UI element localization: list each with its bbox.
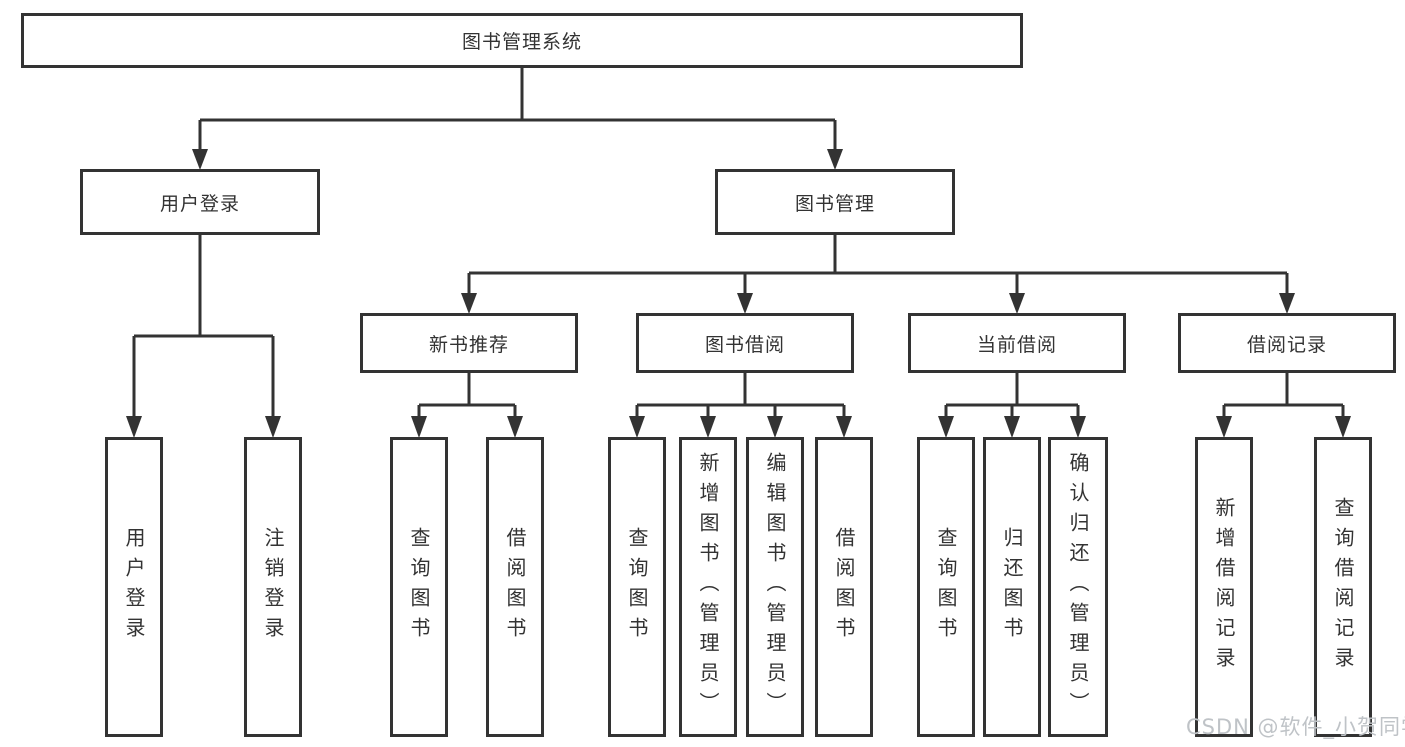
leaf-recommend-borrow-books-label: 借阅图书: [503, 527, 527, 647]
leaf-recommend-query-books-label: 查询图书: [407, 527, 431, 647]
leaf-logout-label: 注销登录: [261, 527, 285, 647]
connectors-root-to-level2: [192, 68, 843, 170]
leaf-recommend-borrow-books: 借阅图书: [486, 437, 544, 737]
connectors-borrow-to-leaves: [629, 373, 852, 438]
leaf-add-books-admin: 新增图书（管理员）: [679, 437, 737, 737]
leaf-confirm-return-admin: 确认归还（管理员）: [1048, 437, 1108, 737]
leaf-add-borrow-record-label: 新增借阅记录: [1212, 497, 1236, 677]
leaf-current-query-books: 查询图书: [917, 437, 975, 737]
leaf-borrow-query-books-label: 查询图书: [625, 527, 649, 647]
csdn-watermark: CSDN @软件_小贺同学: [1186, 715, 1405, 739]
leaf-return-books-label: 归还图书: [1000, 527, 1024, 647]
node-current-borrow: 当前借阅: [908, 313, 1126, 373]
leaf-borrow-books: 借阅图书: [815, 437, 873, 737]
leaf-logout: 注销登录: [244, 437, 302, 737]
leaf-recommend-query-books: 查询图书: [390, 437, 448, 737]
leaf-edit-books-admin: 编辑图书（管理员）: [746, 437, 804, 737]
leaf-user-login-label: 用户登录: [122, 527, 146, 647]
leaf-return-books: 归还图书: [983, 437, 1041, 737]
connectors-recommend-to-leaves: [411, 373, 523, 438]
node-borrow-records: 借阅记录: [1178, 313, 1396, 373]
connectors-management-to-level3: [461, 235, 1295, 314]
leaf-borrow-books-label: 借阅图书: [832, 527, 856, 647]
node-new-book-recommend: 新书推荐: [360, 313, 578, 373]
node-book-borrow: 图书借阅: [636, 313, 854, 373]
connectors-records-to-leaves: [1216, 373, 1351, 438]
leaf-query-borrow-record-label: 查询借阅记录: [1331, 497, 1355, 677]
leaf-query-borrow-record: 查询借阅记录: [1314, 437, 1372, 737]
leaf-user-login: 用户登录: [105, 437, 163, 737]
node-book-management: 图书管理: [715, 169, 955, 235]
leaf-edit-books-admin-label: 编辑图书（管理员）: [763, 452, 787, 722]
connectors-login-to-leaves: [126, 235, 281, 438]
leaf-add-books-admin-label: 新增图书（管理员）: [696, 452, 720, 722]
leaf-current-query-books-label: 查询图书: [934, 527, 958, 647]
node-library-management-system: 图书管理系统: [21, 13, 1023, 68]
leaf-add-borrow-record: 新增借阅记录: [1195, 437, 1253, 737]
leaf-borrow-query-books: 查询图书: [608, 437, 666, 737]
connectors-current-to-leaves: [938, 373, 1086, 438]
node-user-login: 用户登录: [80, 169, 320, 235]
leaf-confirm-return-admin-label: 确认归还（管理员）: [1066, 452, 1090, 722]
